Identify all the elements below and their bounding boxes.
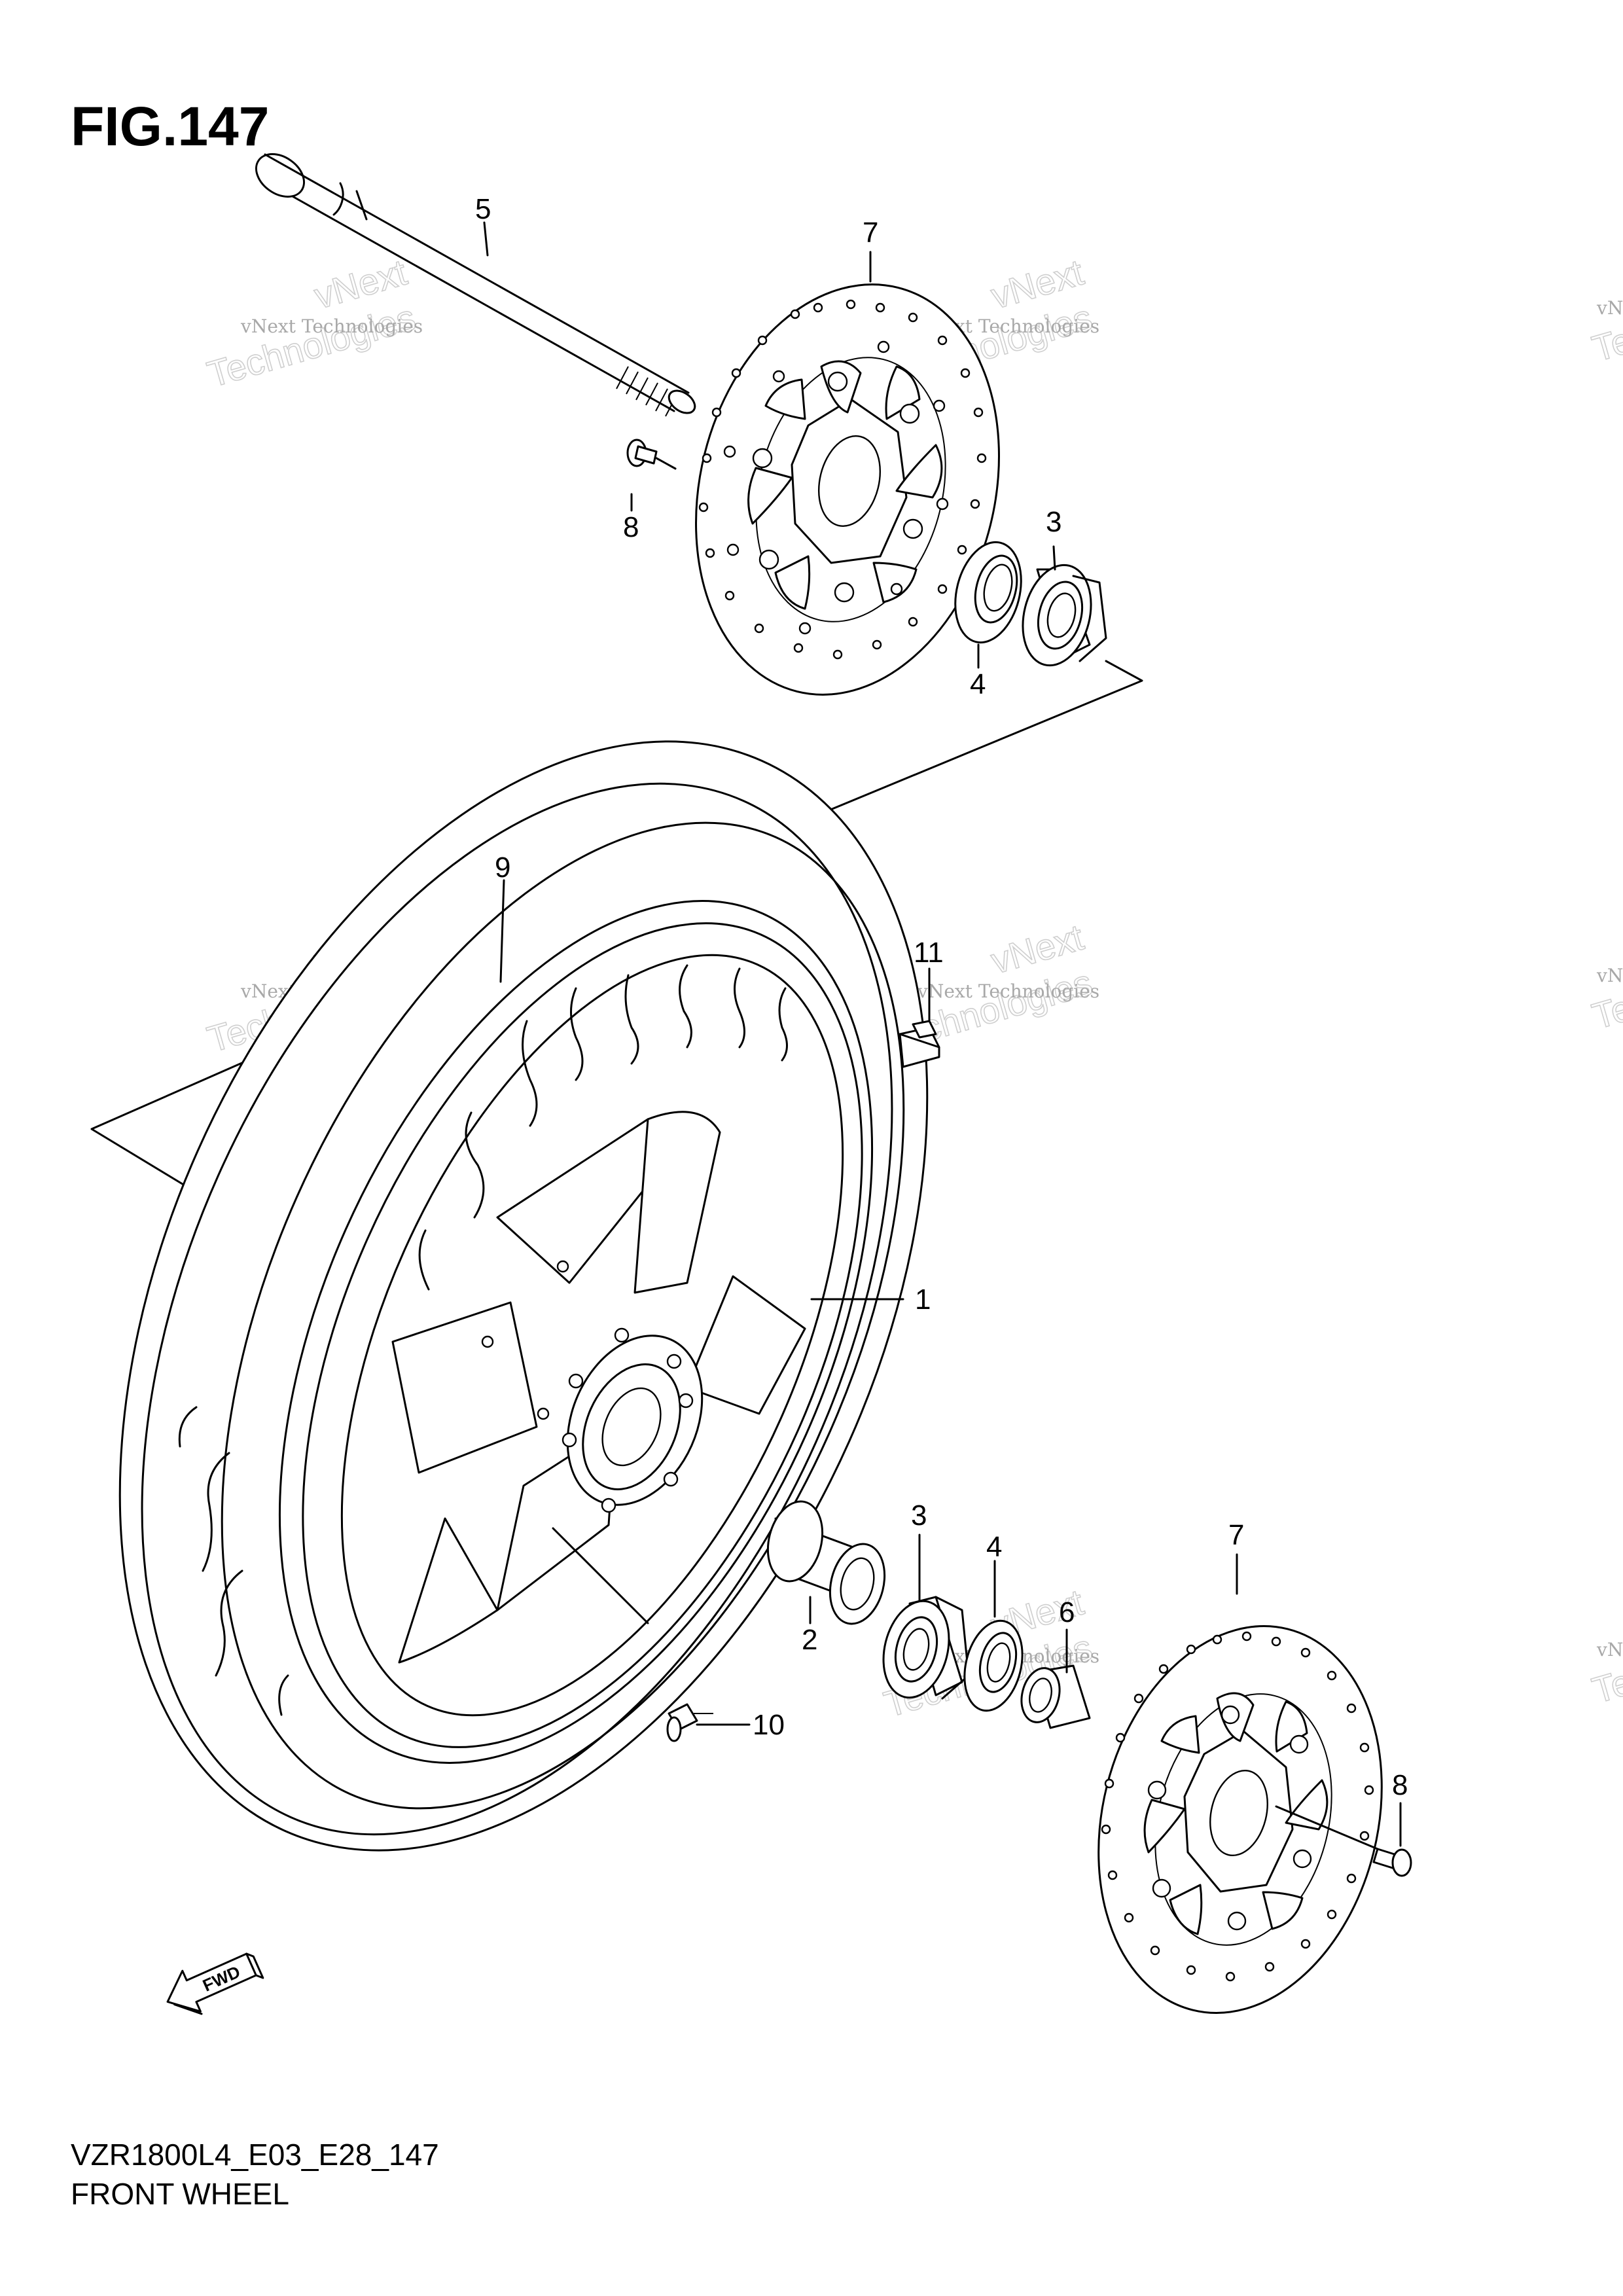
callout-brake-disc-upper: 7 — [863, 217, 878, 249]
leader-lines — [483, 221, 1402, 1847]
oil-seal-upper — [954, 541, 1022, 644]
model-code: VZR1800L4_E03_E28_147 — [71, 2138, 439, 2172]
disc-bolt-upper — [626, 439, 658, 467]
watermark-right-edge-3: vNext Technologies Technologies — [1587, 1612, 1623, 1712]
disc-bolt-lower — [1275, 1805, 1412, 1877]
callout-bolt-upper: 8 — [623, 511, 639, 543]
figure-title: FIG.147 — [71, 96, 269, 157]
callout-brake-disc-lower: 7 — [1228, 1519, 1244, 1551]
wheel-hub — [481, 1260, 704, 1513]
watermark-big-2: Technologies — [203, 296, 420, 395]
callout-bearing-lower: 3 — [911, 1499, 927, 1532]
tire-tread — [178, 964, 788, 1716]
callout-wheel: 1 — [915, 1283, 931, 1316]
bearing-upper — [1022, 564, 1107, 667]
disc-drill-holes-upper — [698, 299, 987, 660]
tire-valve — [552, 1527, 713, 1742]
callout-oil-seal-lower: 4 — [986, 1531, 1002, 1563]
front-wheel-assembly — [118, 740, 929, 1852]
wheel-spokes — [391, 1111, 806, 1664]
callout-spacer: 2 — [802, 1624, 817, 1656]
forward-arrow-icon: FWD — [166, 1952, 264, 2015]
callout-axle: 5 — [475, 193, 491, 225]
callout-labels: 5 7 8 3 4 9 11 1 3 4 7 6 2 10 8 — [475, 193, 1408, 1801]
watermark-small: vNext Technologies — [917, 980, 1099, 1002]
wheel-spacer — [766, 1500, 886, 1625]
callout-balancer: 11 — [914, 937, 944, 969]
watermark-big-2: Technologies — [1588, 939, 1623, 1037]
oil-seal-lower — [963, 1619, 1024, 1712]
watermark-small: vNext Technologies — [1596, 297, 1623, 319]
balancer-weight — [899, 1020, 940, 1068]
callout-valve: 10 — [753, 1709, 785, 1741]
watermark-small: vNext Technologies — [1596, 1639, 1623, 1660]
watermark-small: vNext Technologies — [1596, 965, 1623, 986]
watermark-top-left: vNext Technologies vNext Technologies — [202, 251, 423, 395]
brake-disc-lower — [1097, 1625, 1383, 2014]
callout-tire: 9 — [495, 852, 510, 884]
watermark-big-2: Technologies — [1588, 271, 1623, 370]
watermark-right-edge-1: vNext Technologies Technologies — [1587, 270, 1623, 370]
callout-bearing-upper: 3 — [1046, 506, 1061, 538]
hub-spacer — [1020, 1664, 1091, 1729]
front-axle — [255, 153, 696, 417]
callout-oil-seal-upper: 4 — [970, 668, 986, 700]
watermark-small: vNext Technologies — [240, 315, 423, 337]
callout-bolt-lower: 8 — [1392, 1769, 1408, 1801]
bearing-lower — [882, 1596, 970, 1700]
brake-disc-upper — [695, 283, 1000, 696]
callout-hub-spacer: 6 — [1059, 1596, 1075, 1628]
figure-caption: FRONT WHEEL — [71, 2177, 289, 2211]
disc-drill-holes-lower — [1101, 1631, 1374, 1982]
watermark-big-2: Technologies — [1588, 1613, 1623, 1712]
watermark-right-edge-2: vNext Technologies Technologies — [1587, 938, 1623, 1037]
